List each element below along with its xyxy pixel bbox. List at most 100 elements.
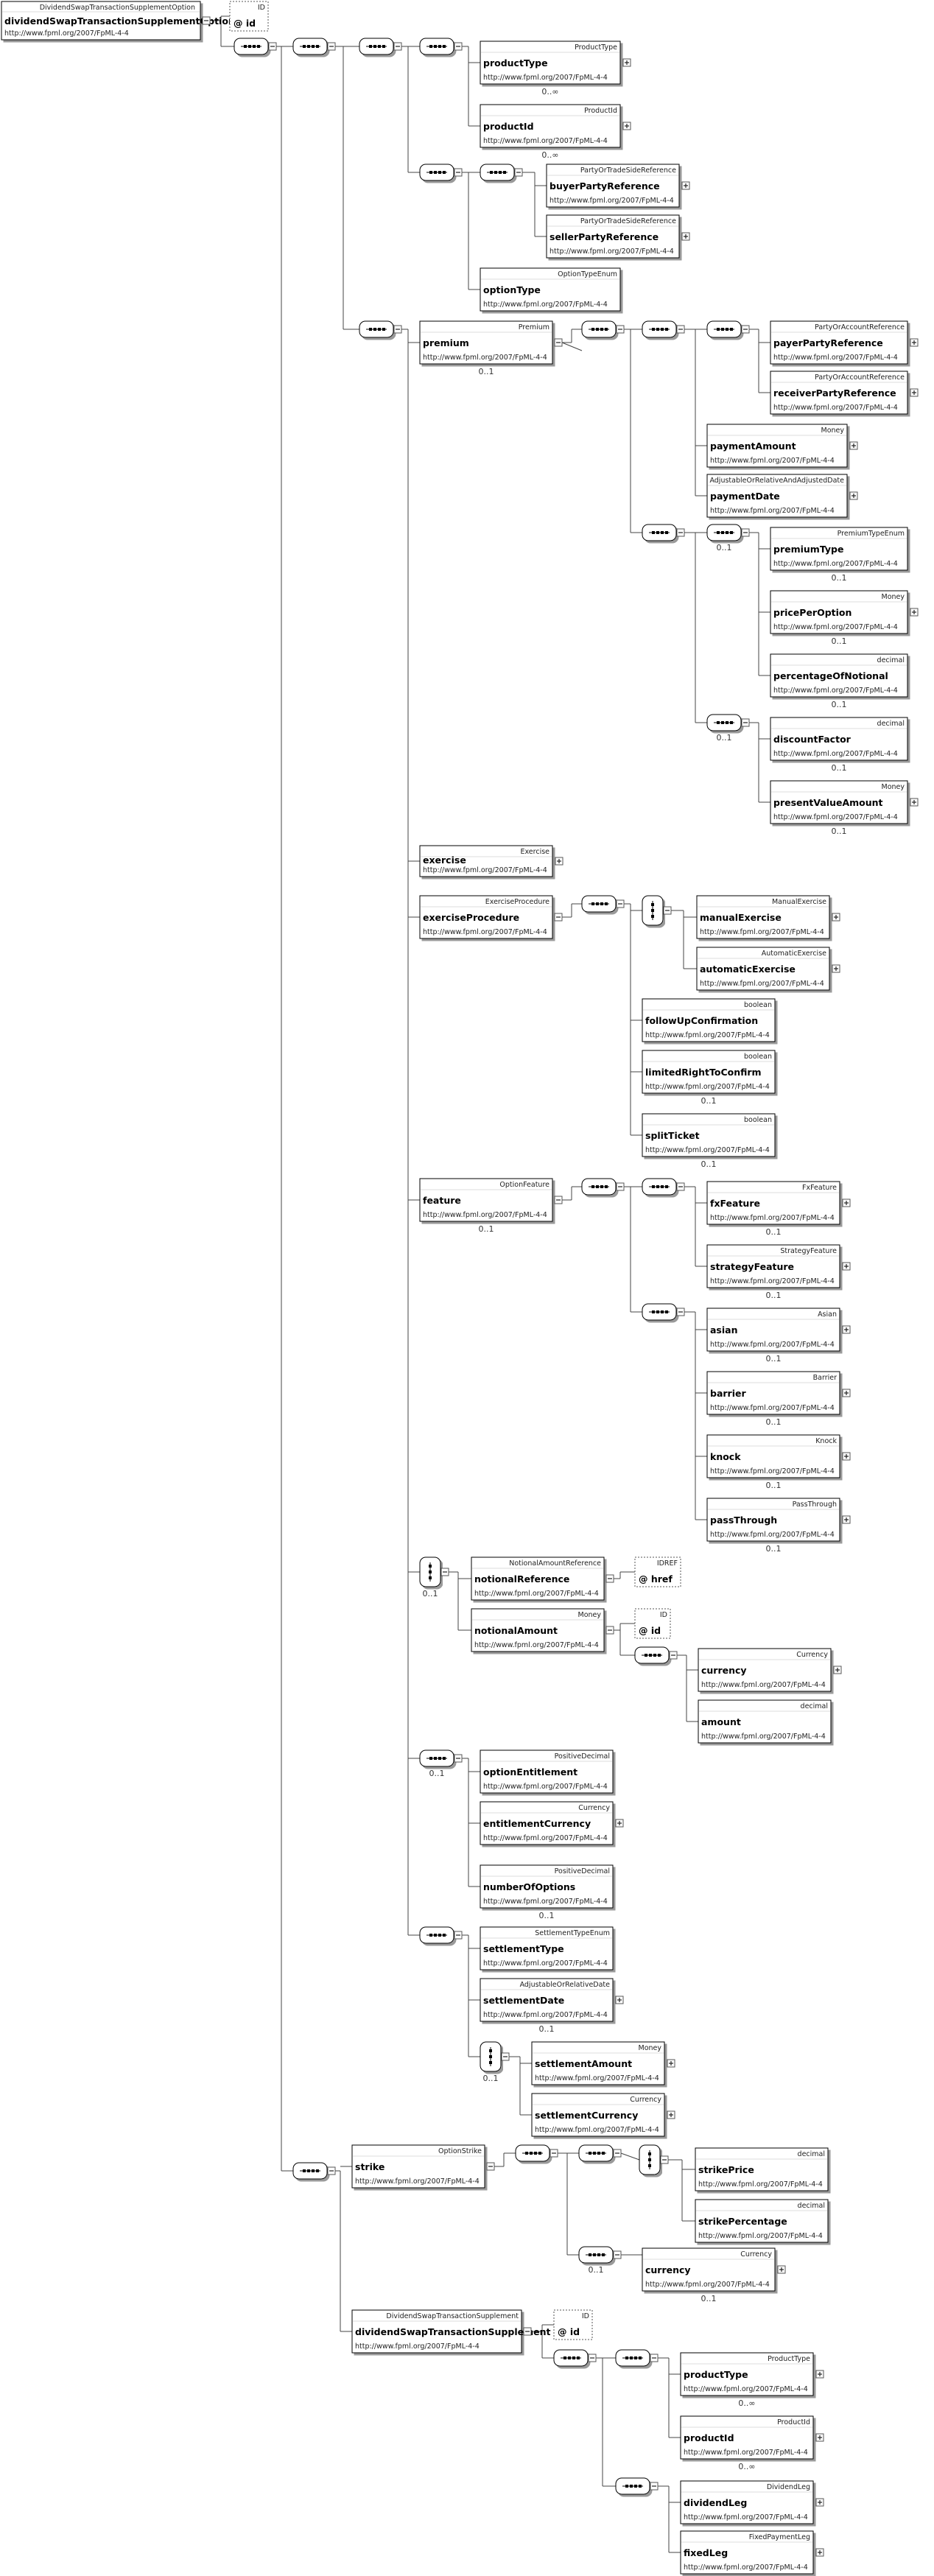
expand-button[interactable] (681, 232, 690, 241)
element-price-per-option[interactable]: MoneypricePerOptionhttp://www.fpml.org/2… (770, 590, 919, 646)
element-strike-percentage[interactable]: decimalstrikePercentagehttp://www.fpml.o… (695, 2199, 829, 2243)
expand-button[interactable] (815, 2498, 824, 2507)
element-discount-factor[interactable]: decimaldiscountFactorhttp://www.fpml.org… (770, 717, 908, 773)
element-barrier[interactable]: Barrierbarrierhttp://www.fpml.org/2007/F… (706, 1371, 851, 1427)
sequence-compositor[interactable] (615, 2477, 659, 2495)
element-feature[interactable]: OptionFeaturefeaturehttp://www.fpml.org/… (419, 1178, 553, 1234)
sequence-compositor[interactable] (581, 895, 625, 913)
expand-button[interactable] (667, 2110, 675, 2119)
collapse-button[interactable] (554, 1196, 563, 1204)
expand-button[interactable] (910, 388, 919, 397)
expand-button[interactable] (615, 1996, 624, 2004)
element-premium-type[interactable]: PremiumTypeEnumpremiumTypehttp://www.fpm… (770, 527, 908, 583)
expand-button[interactable] (849, 491, 858, 500)
expand-button[interactable] (815, 2370, 824, 2379)
collapse-button[interactable] (554, 338, 563, 347)
element-strike-price[interactable]: decimalstrikePricehttp://www.fpml.org/20… (695, 2147, 829, 2191)
expand-button[interactable] (842, 1325, 851, 1334)
sequence-compositor[interactable] (292, 2162, 336, 2180)
sequence-compositor[interactable] (642, 320, 685, 338)
collapse-button[interactable] (554, 913, 563, 922)
sequence-compositor[interactable] (480, 164, 523, 181)
element-settlement-date[interactable]: AdjustableOrRelativeDatesettlementDateht… (480, 1978, 624, 2034)
sequence-compositor[interactable] (419, 38, 463, 55)
expand-button[interactable] (681, 181, 690, 190)
sequence-compositor[interactable] (292, 38, 336, 55)
element-present-value-amount[interactable]: MoneypresentValueAmounthttp://www.fpml.o… (770, 780, 919, 836)
expand-button[interactable] (833, 1666, 842, 1674)
element-product-id[interactable]: ProductIdproductIdhttp://www.fpml.org/20… (680, 2415, 824, 2471)
element-notional-reference[interactable]: NotionalAmountReferencenotionalReference… (471, 1557, 605, 1601)
sequence-compositor[interactable] (615, 2349, 659, 2367)
element-asian[interactable]: Asianasianhttp://www.fpml.org/2007/FpML-… (706, 1308, 851, 1364)
element-payment-date[interactable]: AdjustableOrRelativeAndAdjustedDatepayme… (706, 474, 858, 518)
sequence-compositor[interactable]: 0..1 (706, 524, 750, 552)
collapse-button[interactable] (605, 1574, 614, 1583)
sequence-compositor[interactable] (581, 320, 625, 338)
element-currency[interactable]: Currencycurrencyhttp://www.fpml.org/2007… (698, 1648, 842, 1692)
element-settlement-type[interactable]: SettlementTypeEnumsettlementTypehttp://w… (480, 1926, 614, 1970)
collapse-button[interactable] (486, 2162, 495, 2171)
element-product-type[interactable]: ProductTypeproductTypehttp://www.fpml.or… (680, 2352, 824, 2408)
choice-compositor[interactable]: 0..1 (419, 1557, 449, 1598)
element-exercise-procedure[interactable]: ExerciseProcedureexerciseProcedurehttp:/… (419, 895, 553, 939)
sequence-compositor[interactable] (642, 1178, 685, 1196)
element-premium[interactable]: Premiumpremiumhttp://www.fpml.org/2007/F… (419, 320, 553, 376)
sequence-compositor[interactable] (515, 2144, 558, 2162)
id-attribute[interactable]: ID@ id (634, 1608, 671, 1639)
expand-button[interactable] (622, 122, 631, 130)
root-element[interactable]: DividendSwapTransactionSupplementOptiond… (1, 1, 235, 41)
id-attribute[interactable]: ID@ id (553, 2309, 593, 2340)
element-dividend-swap-transaction-supplement[interactable]: DividendSwapTransactionSupplementdividen… (351, 2309, 551, 2354)
sequence-compositor[interactable] (642, 524, 685, 541)
sequence-compositor[interactable] (359, 38, 402, 55)
element-notional-amount[interactable]: MoneynotionalAmounthttp://www.fpml.org/2… (471, 1608, 605, 1652)
element-seller-party-reference[interactable]: PartyOrTradeSideReferencesellerPartyRefe… (546, 214, 690, 259)
collapse-button[interactable] (605, 1626, 614, 1635)
element-exercise[interactable]: Exerciseexercisehttp://www.fpml.org/2007… (419, 845, 563, 877)
element-product-id[interactable]: ProductIdproductIdhttp://www.fpml.org/20… (480, 104, 631, 160)
sequence-compositor[interactable] (642, 1303, 685, 1321)
expand-button[interactable] (842, 1389, 851, 1397)
expand-button[interactable] (842, 1198, 851, 1207)
href-attribute[interactable]: IDREF@ href (634, 1557, 681, 1587)
element-option-entitlement[interactable]: PositiveDecimaloptionEntitlementhttp://w… (480, 1749, 614, 1794)
sequence-compositor[interactable] (553, 2349, 597, 2367)
collapse-button[interactable] (523, 2327, 532, 2336)
element-automatic-exercise[interactable]: AutomaticExerciseautomaticExercisehttp:/… (696, 947, 840, 991)
element-fx-feature[interactable]: FxFeaturefxFeaturehttp://www.fpml.org/20… (706, 1181, 851, 1237)
element-fixed-leg[interactable]: FixedPaymentLegfixedLeghttp://www.fpml.o… (680, 2530, 824, 2575)
element-strategy-feature[interactable]: StrategyFeaturestrategyFeaturehttp://www… (706, 1244, 851, 1300)
element-amount[interactable]: decimalamounthttp://www.fpml.org/2007/Fp… (698, 1699, 832, 1744)
element-receiver-party-reference[interactable]: PartyOrAccountReferencereceiverPartyRefe… (770, 371, 919, 415)
element-manual-exercise[interactable]: ManualExercisemanualExercisehttp://www.f… (696, 895, 840, 939)
element-entitlement-currency[interactable]: CurrencyentitlementCurrencyhttp://www.fp… (480, 1801, 624, 1845)
expand-button[interactable] (832, 964, 840, 973)
expand-button[interactable] (832, 913, 840, 922)
element-limited-right-to-confirm[interactable]: booleanlimitedRightToConfirmhttp://www.f… (642, 1050, 776, 1106)
element-follow-up-confirmation[interactable]: booleanfollowUpConfirmationhttp://www.fp… (642, 998, 776, 1042)
sequence-compositor[interactable] (359, 320, 402, 338)
sequence-compositor[interactable]: 0..1 (706, 714, 750, 743)
expand-button[interactable] (815, 2548, 824, 2557)
sequence-compositor[interactable] (419, 1926, 463, 1944)
element-percentage-of-notional[interactable]: decimalpercentageOfNotionalhttp://www.fp… (770, 653, 908, 709)
expand-button[interactable] (849, 441, 858, 450)
element-buyer-party-reference[interactable]: PartyOrTradeSideReferencebuyerPartyRefer… (546, 164, 690, 208)
expand-button[interactable] (815, 2433, 824, 2442)
sequence-compositor[interactable] (634, 1646, 678, 1664)
element-dividend-leg[interactable]: DividendLegdividendLeghttp://www.fpml.or… (680, 2480, 824, 2524)
element-settlement-amount[interactable]: MoneysettlementAmounthttp://www.fpml.org… (531, 2041, 675, 2085)
sequence-compositor[interactable] (581, 1178, 625, 1196)
expand-button[interactable] (667, 2059, 675, 2068)
root-id-attribute[interactable]: ID@ id (229, 1, 269, 32)
expand-button[interactable] (842, 1452, 851, 1461)
element-number-of-options[interactable]: PositiveDecimalnumberOfOptionshttp://www… (480, 1864, 614, 1920)
expand-button[interactable] (842, 1262, 851, 1271)
element-currency[interactable]: Currencycurrencyhttp://www.fpml.org/2007… (642, 2247, 786, 2303)
element-knock[interactable]: Knockknockhttp://www.fpml.org/2007/FpML-… (706, 1434, 851, 1490)
expand-button[interactable] (842, 1515, 851, 1524)
sequence-compositor[interactable] (419, 164, 463, 181)
expand-button[interactable] (622, 58, 631, 67)
sequence-compositor[interactable] (706, 320, 750, 338)
